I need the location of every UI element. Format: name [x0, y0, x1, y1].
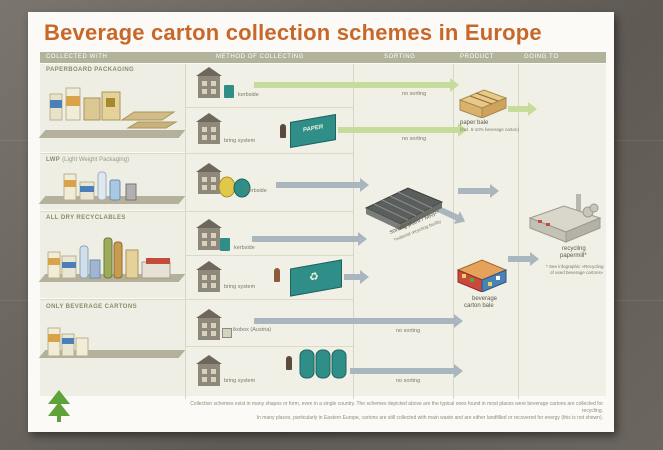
tetra-logo-icon — [48, 390, 70, 422]
column-divider — [453, 64, 454, 399]
method-bring-system: bring system — [224, 284, 256, 290]
sorting-none: no sorting — [396, 378, 421, 384]
method-ikobox: ikobox (Austria) — [233, 327, 272, 333]
row-divider — [40, 153, 353, 154]
sorting-none: no sorting — [402, 136, 427, 142]
row-divider — [40, 211, 353, 212]
container-text: PAPER — [303, 124, 324, 134]
flow-arrow — [350, 364, 463, 378]
header-sorting: SORTING — [384, 54, 416, 60]
lwp-items-illustration — [63, 171, 137, 201]
cell-divider — [186, 346, 353, 347]
flow-arrow — [252, 232, 367, 246]
paperboard-items-illustration — [49, 87, 178, 129]
sorting-plant-building — [364, 187, 444, 230]
cartons-items-illustration — [47, 327, 89, 357]
infographic-poster: Beverage carton collection schemes in Eu… — [28, 12, 614, 432]
sorting-none: no sorting — [396, 328, 421, 334]
header-going-to: GOING TO — [524, 54, 559, 60]
person-icon — [280, 124, 286, 138]
house-icon — [196, 67, 222, 98]
flow-arrow — [254, 314, 463, 328]
house-icon — [196, 355, 222, 386]
method-kerbside: kerbside — [238, 92, 259, 98]
method-kerbside: kerbside — [234, 245, 255, 251]
beverage-carton-bale-icon — [456, 259, 508, 292]
papermill-factory-icon — [528, 194, 602, 243]
row-divider — [40, 299, 353, 300]
recycle-symbol-icon: ♻ — [309, 270, 319, 285]
row-label-lwp-main: LWP — [46, 157, 61, 163]
house-icon — [196, 309, 222, 340]
kerbside-bin-icon — [220, 238, 230, 251]
header-method: METHOD OF COLLECTING — [216, 54, 305, 60]
column-header-bar: COLLECTED WITH METHOD OF COLLECTING SORT… — [40, 52, 606, 63]
row-label-dry: ALL DRY RECYCLABLES — [46, 215, 126, 221]
flow-arrow — [508, 252, 539, 266]
kerbside-bin-icon — [224, 85, 234, 98]
header-collected-with: COLLECTED WITH — [46, 54, 108, 60]
destination-note-line1: * See infographic »Recycling — [546, 264, 604, 269]
cell-divider — [186, 107, 353, 108]
header-product: PRODUCT — [460, 54, 494, 60]
product-bc-bale-line2: carton bale — [464, 303, 494, 309]
row-label-lwp-sub: (Light Weight Packaging) — [62, 157, 130, 163]
footer-line1: Collection schemes exist in many shapes … — [190, 401, 603, 414]
person-icon — [274, 268, 280, 282]
row-label-lwp: LWP (Light Weight Packaging) — [46, 157, 129, 163]
ikobox-icon — [222, 328, 232, 338]
column-divider — [353, 64, 354, 399]
person-icon — [286, 356, 292, 370]
destination-line2: papermill* — [560, 253, 587, 259]
cell-divider — [186, 255, 353, 256]
product-paper-bale: paper bale — [460, 120, 489, 126]
column-divider — [185, 64, 186, 399]
product-bc-bale-line1: beverage — [472, 296, 498, 302]
method-bring-system: bring system — [224, 378, 256, 384]
poster-title: Beverage carton collection schemes in Eu… — [44, 20, 542, 45]
carton-bins-icon — [299, 349, 347, 379]
sorting-none: no sorting — [402, 91, 427, 97]
destination-note-line2: of used beverage cartons« — [550, 270, 604, 275]
dry-items-illustration — [47, 237, 171, 279]
product-paper-bale-sub: (incl. 6-10% beverage carton) — [460, 127, 520, 132]
yellow-bag-icon — [218, 176, 251, 198]
house-icon — [196, 219, 222, 250]
method-kerbside: kerbside — [246, 188, 267, 194]
flow-arrow — [276, 178, 369, 192]
row-label-cartons: ONLY BEVERAGE CARTONS — [46, 304, 137, 310]
column-divider — [518, 64, 519, 399]
footer-note: Collection schemes exist in many shapes … — [178, 401, 603, 422]
house-icon — [196, 113, 222, 144]
flow-arrow — [254, 78, 459, 92]
method-bring-system: bring system — [224, 138, 256, 144]
flow-arrow — [458, 184, 499, 198]
flow-arrow — [338, 123, 467, 137]
paper-bale-icon — [458, 89, 508, 118]
row-label-paperboard: PAPERBOARD PACKAGING — [46, 67, 135, 73]
footer-line2: In many places, particularly in Eastern … — [256, 415, 603, 421]
house-icon — [196, 163, 222, 194]
house-icon — [196, 261, 222, 292]
flow-arrow — [344, 270, 369, 284]
destination-line1: recycling — [562, 246, 586, 252]
flow-arrow — [508, 102, 537, 116]
